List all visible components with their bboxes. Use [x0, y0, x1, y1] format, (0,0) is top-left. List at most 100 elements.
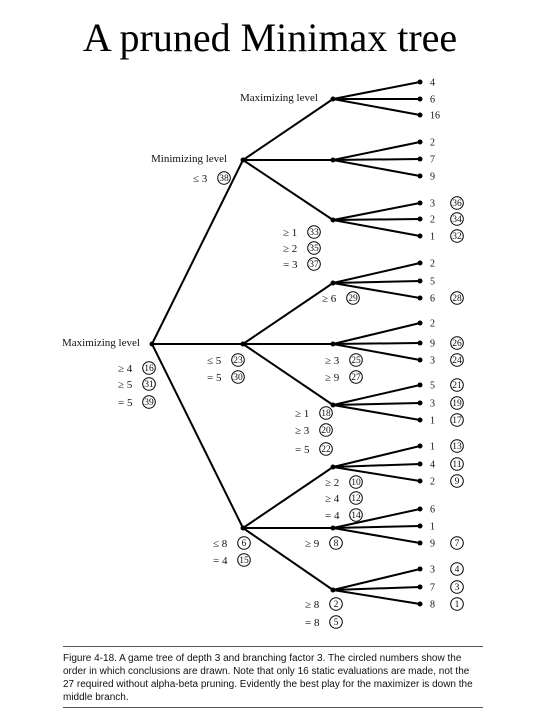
annotation-order-mark: 33 [309, 228, 319, 238]
annotation-bound: = 5 [207, 372, 222, 384]
leaf-node [417, 295, 423, 301]
leaf-node [417, 112, 423, 118]
leaf-value: 2 [430, 319, 435, 330]
leaf-value: 9 [430, 172, 435, 183]
annotation-bound: = 3 [283, 259, 298, 271]
annotation-bound: ≥ 4 [325, 493, 340, 505]
annotation-order-mark-ring [142, 395, 156, 409]
leaf-order-mark: 19 [452, 399, 462, 409]
leaf-node [417, 320, 423, 326]
annotation-order-mark: 27 [351, 373, 361, 383]
annotation-order-mark-ring [307, 225, 321, 239]
edge [332, 527, 421, 544]
leaf-node [417, 382, 423, 388]
leaf-order-mark-ring [450, 536, 464, 550]
leaf-value: 6 [430, 294, 435, 305]
leaf-order-mark: 4 [455, 565, 460, 575]
edge [332, 81, 421, 100]
edge [332, 219, 421, 237]
leaf-value: 4 [430, 460, 435, 471]
annotation-order-mark: 35 [309, 244, 319, 254]
annotation-bound: ≥ 5 [118, 379, 133, 391]
edge [332, 568, 421, 591]
leaf-value: 9 [430, 539, 435, 550]
leaf-order-mark-ring [450, 580, 464, 594]
edge [332, 445, 421, 468]
edge [332, 141, 421, 161]
edge [242, 466, 334, 529]
leaf-value: 3 [430, 356, 435, 367]
annotation-order-mark: 22 [321, 445, 331, 455]
annotation-order-mark-ring [237, 553, 251, 567]
leaf-order-mark-ring [450, 212, 464, 226]
annotation-order-mark-ring [237, 536, 251, 550]
leaf-value: 4 [430, 78, 435, 89]
annotation-bound: ≥ 2 [325, 477, 339, 489]
tree-node [330, 587, 336, 593]
edge [332, 158, 421, 161]
leaf-order-mark-ring [450, 336, 464, 350]
leaf-order-mark-ring [450, 597, 464, 611]
edge [151, 159, 244, 345]
leaf-order-mark-ring [450, 291, 464, 305]
leaf-node [417, 506, 423, 512]
edge [332, 159, 421, 177]
annotation-bound: ≥ 8 [305, 599, 320, 611]
annotation-bound: ≥ 6 [322, 293, 337, 305]
tree-edges [151, 81, 421, 605]
tree-node [240, 525, 246, 531]
annotation-order-mark-ring [349, 475, 363, 489]
leaf-order-mark-ring [450, 457, 464, 471]
leaf-value: 1 [430, 522, 435, 533]
leaf-node [417, 584, 423, 590]
leaf-order-mark: 7 [455, 539, 460, 549]
annotation-order-mark-ring [329, 615, 343, 629]
annotation-order-mark: 8 [334, 539, 339, 549]
annotation-bound: ≥ 3 [325, 355, 340, 367]
leaf-node [417, 601, 423, 607]
edge [332, 280, 421, 284]
annotation-order-mark: 14 [351, 511, 361, 521]
leaf-value: 3 [430, 565, 435, 576]
leaf-order-mark: 24 [452, 356, 462, 366]
annotation-order-mark-ring [231, 370, 245, 384]
leaf-node [417, 139, 423, 145]
tree-node [330, 280, 336, 286]
annotation-bound: = 5 [295, 444, 310, 456]
leaf-node [417, 443, 423, 449]
edge [332, 282, 421, 299]
annotation-bound: = 8 [305, 617, 320, 629]
leaf-node [417, 173, 423, 179]
annotation-order-mark: 29 [348, 294, 358, 304]
leaf-order-mark: 11 [452, 460, 461, 470]
annotation-order-mark: 23 [233, 356, 243, 366]
leaf-node [417, 96, 423, 102]
leaf-node [417, 566, 423, 572]
leaf-node [417, 233, 423, 239]
annotation-order-mark-ring [349, 370, 363, 384]
leaf-node [417, 278, 423, 284]
leaf-value: 9 [430, 339, 435, 350]
leaf-node [417, 156, 423, 162]
annotation-order-mark-ring [142, 361, 156, 375]
edge [332, 98, 421, 116]
tree-node [240, 341, 246, 347]
annotation-order-mark-ring [349, 508, 363, 522]
edge [332, 402, 421, 406]
edge [332, 384, 421, 406]
leaf-value: 6 [430, 505, 435, 516]
tree-node [330, 157, 336, 163]
edge [332, 586, 421, 591]
leaf-value: 16 [430, 111, 440, 122]
leaf-node [417, 200, 423, 206]
leaf-value: 1 [430, 416, 435, 427]
leaf-order-mark-ring [450, 229, 464, 243]
tree-node [330, 402, 336, 408]
tree-node [330, 96, 336, 102]
annotation-order-mark-ring [307, 241, 321, 255]
edge [332, 404, 421, 421]
tree-node [149, 341, 155, 347]
edge [332, 322, 421, 345]
